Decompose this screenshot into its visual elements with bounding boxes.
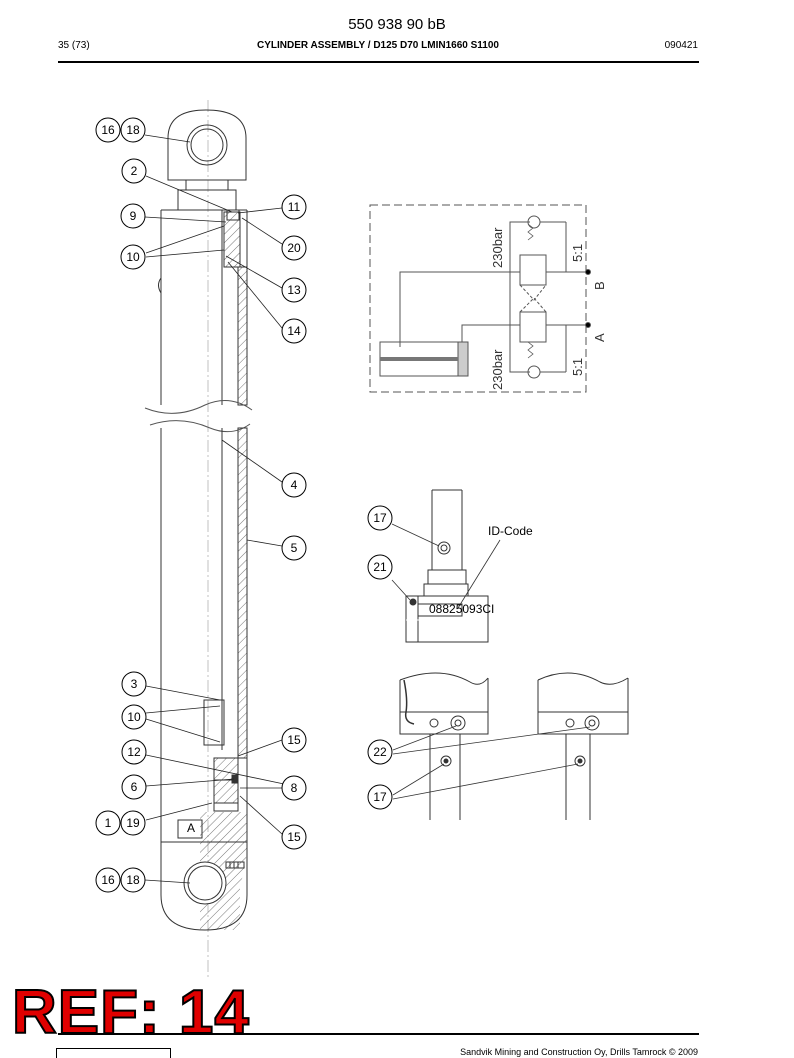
callout-balloons: 16 18 2 9 11 10 20 13 14 4 5 17 21 3 10 …: [95, 117, 393, 893]
callout-15-upper: 15: [281, 727, 307, 753]
callout-17-lower: 17: [367, 784, 393, 810]
cylinder-bottom-section: [149, 420, 251, 931]
callout-6: 6: [121, 774, 147, 800]
callout-14: 14: [281, 318, 307, 344]
svg-text:20: 20: [287, 241, 301, 255]
svg-text:2: 2: [131, 164, 138, 178]
svg-text:22: 22: [373, 745, 387, 759]
svg-text:10: 10: [127, 710, 141, 724]
callout-17-upper: 17: [367, 505, 393, 531]
pressure-label-top: 230bar: [490, 227, 505, 268]
callout-11: 11: [281, 194, 307, 220]
callout-18-bottom: 18: [120, 867, 146, 893]
svg-text:13: 13: [287, 283, 301, 297]
svg-text:3: 3: [131, 677, 138, 691]
id-plate-text: 08825093CI: [429, 602, 494, 616]
callout-15-lower: 15: [281, 824, 307, 850]
svg-text:15: 15: [287, 830, 301, 844]
svg-text:8: 8: [291, 781, 298, 795]
callout-4: 4: [281, 472, 307, 498]
callout-16-top: 16: [95, 117, 121, 143]
callout-21: 21: [367, 554, 393, 580]
document-date: 090421: [664, 40, 698, 51]
svg-text:18: 18: [126, 873, 140, 887]
document-number: 550 938 90 bB: [348, 16, 446, 33]
svg-text:5: 5: [291, 541, 298, 555]
callout-10-top: 10: [120, 244, 146, 270]
svg-text:15: 15: [287, 733, 301, 747]
port-a-label: A: [592, 333, 607, 342]
callout-9: 9: [120, 203, 146, 229]
id-code-detail: [391, 489, 501, 643]
svg-text:11: 11: [288, 200, 301, 214]
svg-text:21: 21: [373, 560, 387, 574]
callout-13: 13: [281, 277, 307, 303]
id-code-label: ID-Code: [488, 524, 533, 538]
header-row: 35 (73) CYLINDER ASSEMBLY / D125 D70 LMI…: [58, 40, 698, 56]
callout-18-top: 18: [120, 117, 146, 143]
cylinder-top-section: [144, 100, 253, 980]
svg-text:1: 1: [105, 816, 112, 830]
callout-16-bottom: 16: [95, 867, 121, 893]
footer-rule: [58, 1033, 699, 1035]
ratio-label-top: 5:1: [570, 244, 585, 262]
svg-text:6: 6: [131, 780, 138, 794]
port-mark: A: [187, 821, 195, 835]
callout-22: 22: [367, 739, 393, 765]
ratio-label-bottom: 5:1: [570, 358, 585, 376]
svg-text:19: 19: [126, 816, 140, 830]
callout-3: 3: [121, 671, 147, 697]
lower-end-views: [392, 672, 629, 820]
leader-lines: [144, 134, 285, 884]
svg-text:16: 16: [101, 873, 115, 887]
svg-text:17: 17: [373, 790, 387, 804]
callout-5: 5: [281, 535, 307, 561]
svg-text:18: 18: [126, 123, 140, 137]
callout-1: 1: [95, 810, 121, 836]
port-b-label: B: [592, 281, 607, 290]
page-reference: 35 (73): [58, 40, 90, 51]
svg-text:16: 16: [101, 123, 115, 137]
callout-12: 12: [121, 739, 147, 765]
svg-text:17: 17: [373, 511, 387, 525]
sandvik-logo: [56, 1048, 171, 1058]
hydraulic-schematic: [369, 204, 591, 393]
document-title: CYLINDER ASSEMBLY / D125 D70 LMIN1660 S1…: [257, 40, 499, 51]
svg-text:12: 12: [127, 745, 141, 759]
svg-text:10: 10: [126, 250, 140, 264]
svg-text:9: 9: [130, 209, 137, 223]
callout-20: 20: [281, 235, 307, 261]
callout-10-bottom: 10: [121, 704, 147, 730]
ref-stamp: REF: 14: [11, 978, 250, 1047]
callout-19: 19: [120, 810, 146, 836]
header-rule: [58, 61, 699, 63]
pressure-label-bottom: 230bar: [490, 349, 505, 390]
callout-8: 8: [281, 775, 307, 801]
svg-text:14: 14: [287, 324, 301, 338]
footer-copyright: Sandvik Mining and Construction Oy, Dril…: [460, 1047, 698, 1057]
svg-text:4: 4: [291, 478, 298, 492]
callout-2: 2: [121, 158, 147, 184]
